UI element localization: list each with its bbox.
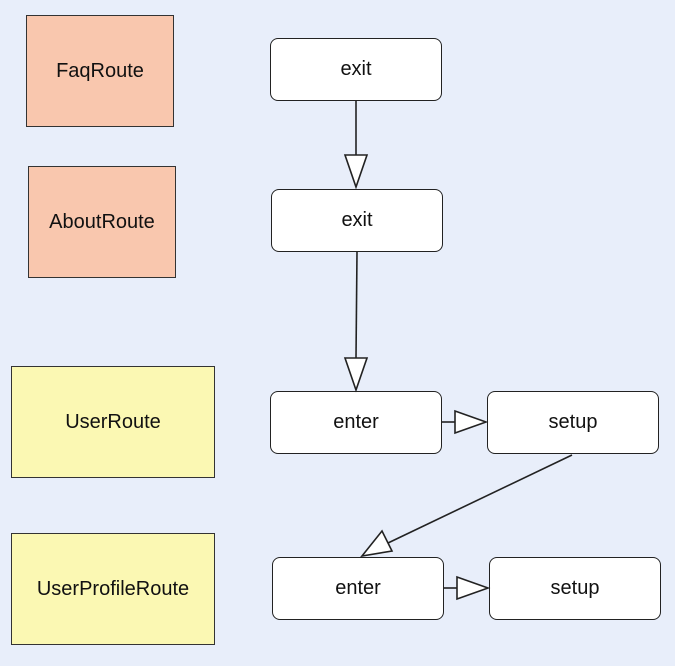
about-route-label: AboutRoute <box>49 210 155 233</box>
user-profile-route-box: UserProfileRoute <box>11 533 215 645</box>
user-setup-step: setup <box>487 391 659 454</box>
faq-exit-step: exit <box>270 38 442 101</box>
user-route-box: UserRoute <box>11 366 215 478</box>
arrowhead-user-enter-to-user-setup <box>454 409 489 435</box>
user-setup-label: setup <box>548 411 598 433</box>
arrowhead-user-profile-enter-to-setup <box>456 575 491 601</box>
user-profile-setup-step: setup <box>489 557 661 620</box>
user-route-label: UserRoute <box>65 410 161 433</box>
arrowhead-about-exit-to-user-enter <box>343 357 369 393</box>
faq-exit-label: exit <box>340 58 372 80</box>
user-profile-enter-label: enter <box>335 577 381 599</box>
arrowhead-user-setup-to-user-profile-enter <box>360 529 394 558</box>
user-enter-label: enter <box>333 411 379 433</box>
arrow-about-exit-to-user-enter <box>355 251 358 359</box>
faq-route-box: FaqRoute <box>26 15 174 127</box>
user-profile-route-label: UserProfileRoute <box>36 577 190 600</box>
user-profile-enter-step: enter <box>272 557 444 620</box>
arrowhead-faq-exit-to-about-exit <box>343 154 369 190</box>
about-exit-label: exit <box>341 209 373 231</box>
about-exit-step: exit <box>271 189 443 252</box>
user-enter-step: enter <box>270 391 442 454</box>
user-profile-setup-label: setup <box>550 577 600 599</box>
faq-route-label: FaqRoute <box>56 59 144 82</box>
arrow-user-setup-to-user-profile-enter <box>387 454 573 544</box>
about-route-box: AboutRoute <box>28 166 176 278</box>
